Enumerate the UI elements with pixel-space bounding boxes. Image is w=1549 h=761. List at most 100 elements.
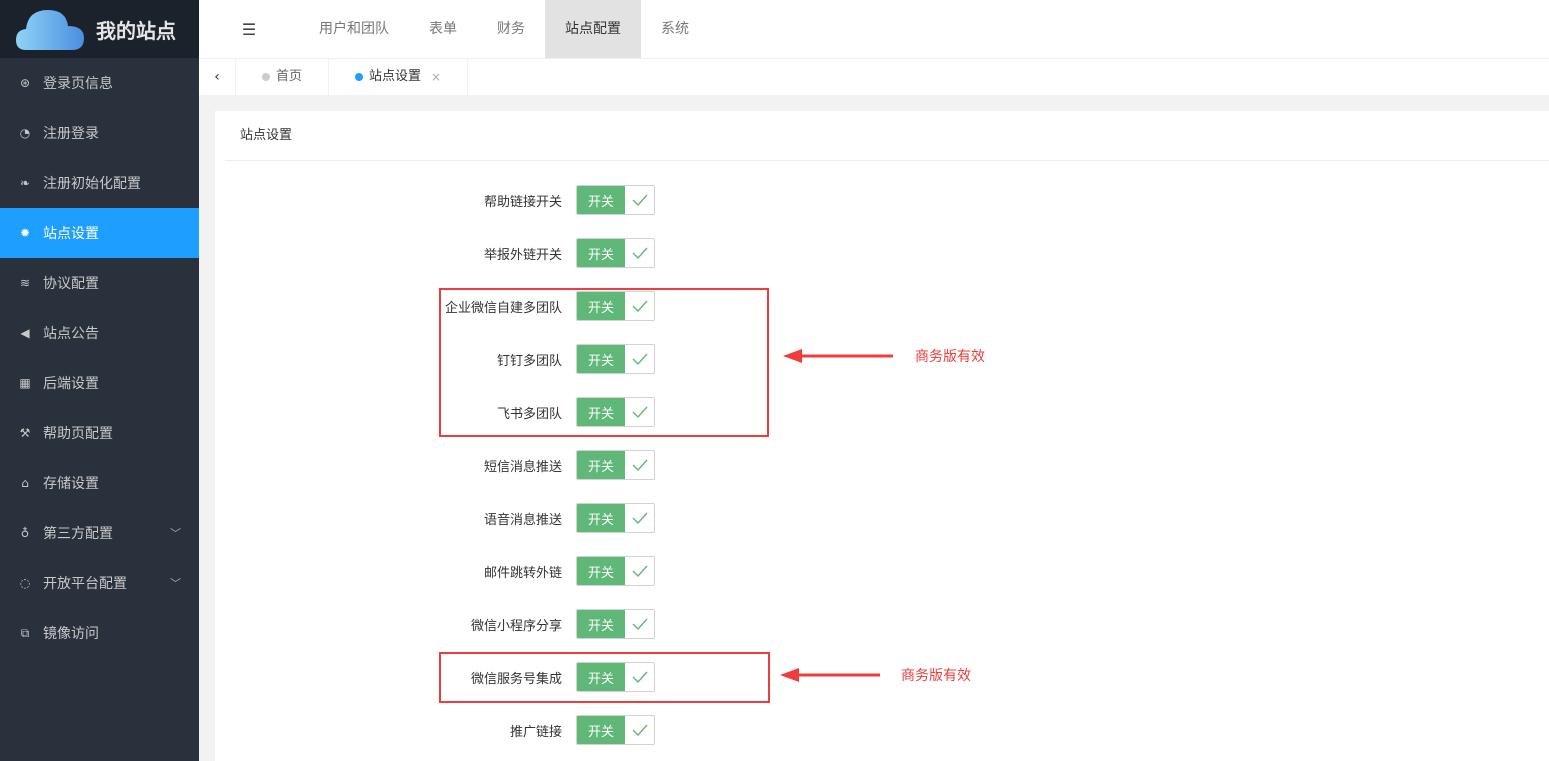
toggle-switch[interactable]: 开关 (576, 662, 655, 692)
annotation-note: 商务版有效 (915, 349, 985, 365)
toggle-switch[interactable]: 开关 (576, 344, 655, 374)
sidebar-item[interactable]: ❧注册初始化配置 (0, 158, 199, 208)
sidebar-item[interactable]: ✹ 站点设置 (0, 208, 199, 258)
sidebar-item[interactable]: ⊛ 登录页信息 (0, 58, 199, 108)
sidebar-item[interactable]: ♁第三方配置﹀ (0, 508, 199, 558)
life-ring-icon: ⊛ (19, 76, 31, 90)
top-nav-item[interactable]: 表单 (429, 21, 457, 37)
switch-label: 开关 (577, 504, 625, 532)
top-nav-item[interactable]: 站点配置 (545, 0, 641, 58)
sidebar-item[interactable]: ⧉镜像访问 (0, 608, 199, 658)
check-icon (625, 663, 654, 691)
setting-label: 微信小程序分享 (470, 618, 562, 634)
switch-label: 开关 (577, 186, 625, 214)
site-title: 我的站点 (96, 18, 176, 43)
setting-label: 飞书多团队 (496, 406, 562, 422)
tab-dot-icon (355, 73, 364, 81)
top-nav: ☰ 用户和团队 表单 财务 站点配置 系统 (199, 0, 1549, 58)
annotation-note: 商务版有效 (901, 668, 971, 684)
sidebar-item-label: 站点设置 (43, 226, 99, 242)
close-icon[interactable]: × (431, 70, 442, 84)
tabs-back-button[interactable]: ‹ (199, 59, 236, 95)
setting-label: 邮件跳转外链 (483, 565, 562, 581)
check-icon (625, 451, 654, 479)
sidebar-item-label: 开放平台配置 (43, 576, 127, 592)
setting-row: 帮助链接开关开关 (215, 185, 655, 215)
tab-dot-icon (262, 73, 270, 81)
setting-row: 邮件跳转外链开关 (215, 556, 655, 586)
switch-label: 开关 (577, 610, 625, 638)
annotation-box (439, 652, 770, 703)
switch-label: 开关 (577, 663, 625, 691)
check-icon (625, 292, 654, 320)
sidebar-item[interactable]: ◔ 注册登录 (0, 108, 199, 158)
tab-label: 首页 (276, 69, 303, 84)
switch-label: 开关 (577, 345, 625, 373)
toggle-switch[interactable]: 开关 (576, 450, 655, 480)
tab-bar: ‹ 首页 站点设置× (199, 58, 1549, 95)
sidebar-item[interactable]: ▦后端设置 (0, 358, 199, 408)
top-nav-item[interactable]: 财务 (497, 21, 525, 37)
annotation-box (439, 288, 769, 437)
setting-row: 短信消息推送开关 (215, 450, 655, 480)
sidebar-item-label: 注册登录 (43, 126, 99, 142)
sidebar: 我的站点 ⊛ 登录页信息 ◔ 注册登录 ❧注册初始化配置 ✹ 站点设置 ≋协议配置◀站点公告▦… (0, 0, 199, 761)
sidebar-item-label: 存储设置 (43, 476, 99, 492)
setting-row: 飞书多团队开关 (215, 397, 655, 427)
settings-card: 站点设置 帮助链接开关开关举报外链开关开关企业微信自建多团队开关钉钉多团队开关飞… (215, 111, 1549, 761)
chevron-down-icon: ﹀ (170, 577, 181, 590)
tab-home[interactable]: 首页 (236, 59, 330, 95)
sidebar-item-label: 登录页信息 (43, 76, 113, 92)
switch-label: 开关 (577, 716, 625, 744)
toggle-switch[interactable]: 开关 (576, 556, 655, 586)
toggle-switch[interactable]: 开关 (576, 397, 655, 427)
wrench-icon: ⚒ (19, 426, 31, 440)
check-icon (625, 610, 654, 638)
check-icon (625, 716, 654, 744)
toggle-switch[interactable]: 开关 (576, 291, 655, 321)
setting-row: 微信服务号集成开关 (215, 662, 655, 692)
top-nav-item[interactable]: 用户和团队 (319, 21, 389, 37)
toggle-switch[interactable]: 开关 (576, 609, 655, 639)
planet-icon: ◌ (19, 576, 31, 590)
setting-label: 推广链接 (509, 724, 562, 740)
toggle-switch[interactable]: 开关 (576, 715, 655, 745)
setting-label: 举报外链开关 (483, 247, 562, 263)
sidebar-item-label: 第三方配置 (43, 526, 113, 542)
check-icon (625, 186, 654, 214)
sidebar-item[interactable]: ≋协议配置 (0, 258, 199, 308)
logo[interactable]: 我的站点 (0, 0, 199, 58)
sidebar-item[interactable]: ◌ 开放平台配置 ﹀ (0, 558, 199, 608)
gear-icon: ✹ (19, 226, 31, 240)
sidebar-item-label: 协议配置 (43, 276, 99, 292)
leaf-icon: ❧ (19, 176, 31, 190)
check-icon (625, 398, 654, 426)
sidebar-item[interactable]: ◀站点公告 (0, 308, 199, 358)
toggle-switch[interactable]: 开关 (576, 238, 655, 268)
dashboard-icon: ◔ (19, 126, 31, 140)
tab-site-settings[interactable]: 站点设置× (329, 59, 469, 95)
setting-label: 钉钉多团队 (496, 353, 562, 369)
setting-row: 语音消息推送开关 (215, 503, 655, 533)
toggle-switch[interactable]: 开关 (576, 503, 655, 533)
odnoklassniki-icon: ♁ (20, 526, 30, 540)
setting-label: 短信消息推送 (483, 459, 562, 475)
speaker-icon: ◀ (20, 326, 30, 340)
switch-label: 开关 (577, 398, 625, 426)
switch-label: 开关 (577, 239, 625, 267)
sidebar-item[interactable]: ⌂存储设置 (0, 458, 199, 508)
setting-row: 微信小程序分享开关 (215, 609, 655, 639)
switch-label: 开关 (577, 451, 625, 479)
annotation-arrow (783, 349, 893, 363)
check-icon (625, 345, 654, 373)
setting-row: 推广链接开关 (215, 715, 655, 745)
card-title: 站点设置 (225, 111, 1549, 161)
sidebar-item[interactable]: ⚒帮助页配置 (0, 408, 199, 458)
top-nav-item[interactable]: 系统 (661, 21, 689, 37)
cloud-logo-icon (16, 10, 84, 50)
menu-toggle-icon[interactable]: ☰ (241, 19, 257, 39)
toggle-switch[interactable]: 开关 (576, 185, 655, 215)
setting-label: 企业微信自建多团队 (444, 300, 562, 316)
setting-row: 举报外链开关开关 (215, 238, 655, 268)
setting-row: 企业微信自建多团队开关 (215, 291, 655, 321)
